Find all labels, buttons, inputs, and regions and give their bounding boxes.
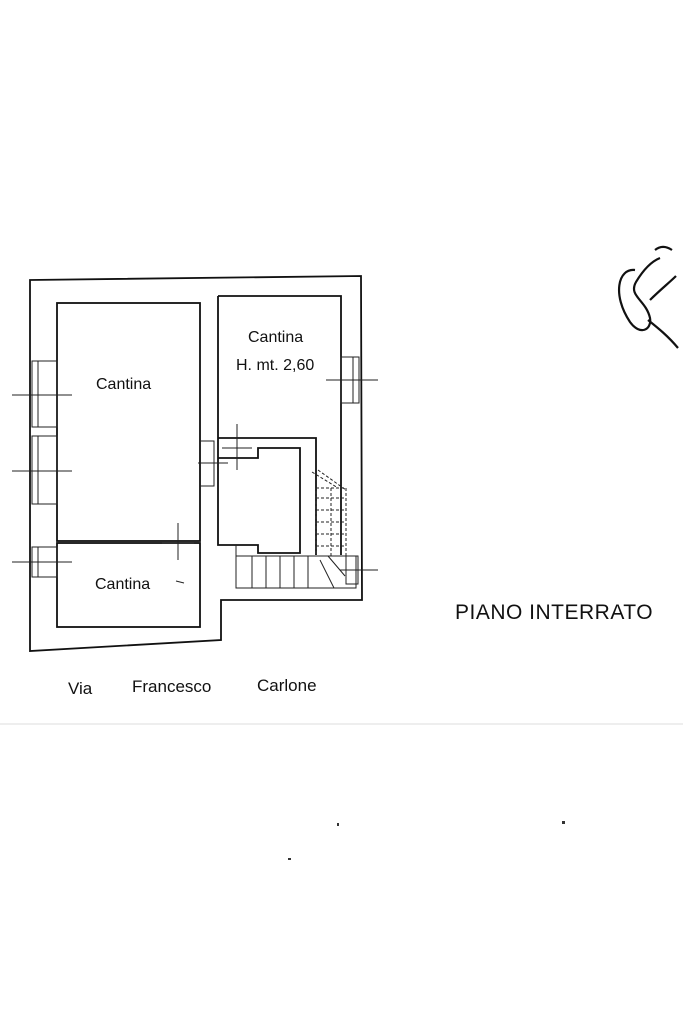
window-right-2	[340, 555, 378, 585]
signature-mark	[617, 245, 679, 349]
room-label-top-left: Cantina	[96, 376, 151, 393]
staircase-outline	[235, 545, 357, 589]
window-left-1	[12, 360, 72, 428]
room-label-bottom-left: Cantina	[95, 576, 150, 593]
street-word-via: Via	[68, 679, 93, 698]
street-word-carlone: Carlone	[257, 676, 317, 695]
corridor-walls	[217, 437, 317, 555]
room-height-label: H. mt. 2,60	[236, 357, 314, 374]
scan-speck-1	[562, 821, 565, 824]
window-left-2	[12, 435, 72, 505]
room-cantina-bottom-left	[56, 542, 201, 628]
door-markers	[162, 424, 252, 584]
room-label-top-right: Cantina	[248, 329, 303, 346]
room-cantina-top-right	[217, 295, 342, 555]
scan-speck-2	[288, 858, 291, 860]
street-word-francesco: Francesco	[132, 677, 211, 696]
scan-speck-3	[337, 823, 339, 826]
room-cantina-top-left	[56, 302, 201, 542]
outer-wall	[29, 275, 363, 652]
staircase-upper-flight	[311, 469, 347, 557]
staircase-steps	[251, 555, 346, 589]
window-left-3	[12, 546, 72, 578]
floor-title: PIANO INTERRATO	[455, 601, 653, 624]
window-right-1	[326, 356, 378, 404]
